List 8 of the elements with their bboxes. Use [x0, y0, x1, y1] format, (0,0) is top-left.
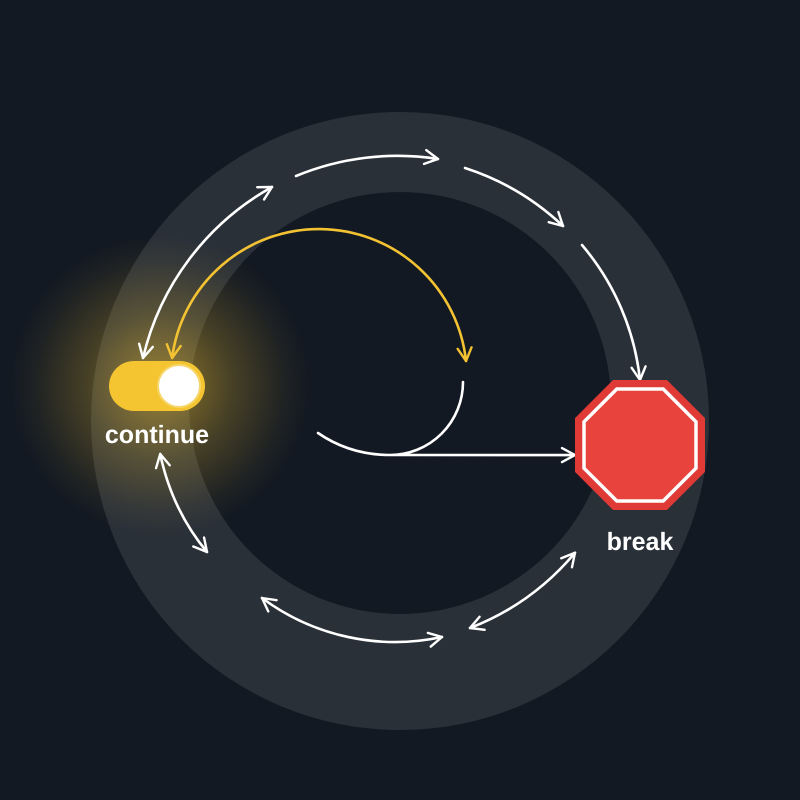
arrow — [316, 380, 576, 464]
arrow — [580, 244, 646, 382]
double-arrow — [138, 186, 274, 360]
node-label: break — [606, 528, 674, 556]
double-arrow — [468, 552, 576, 631]
curved-arrow — [166, 228, 472, 362]
node-label: continue — [104, 421, 210, 449]
double-arrow — [155, 452, 208, 554]
